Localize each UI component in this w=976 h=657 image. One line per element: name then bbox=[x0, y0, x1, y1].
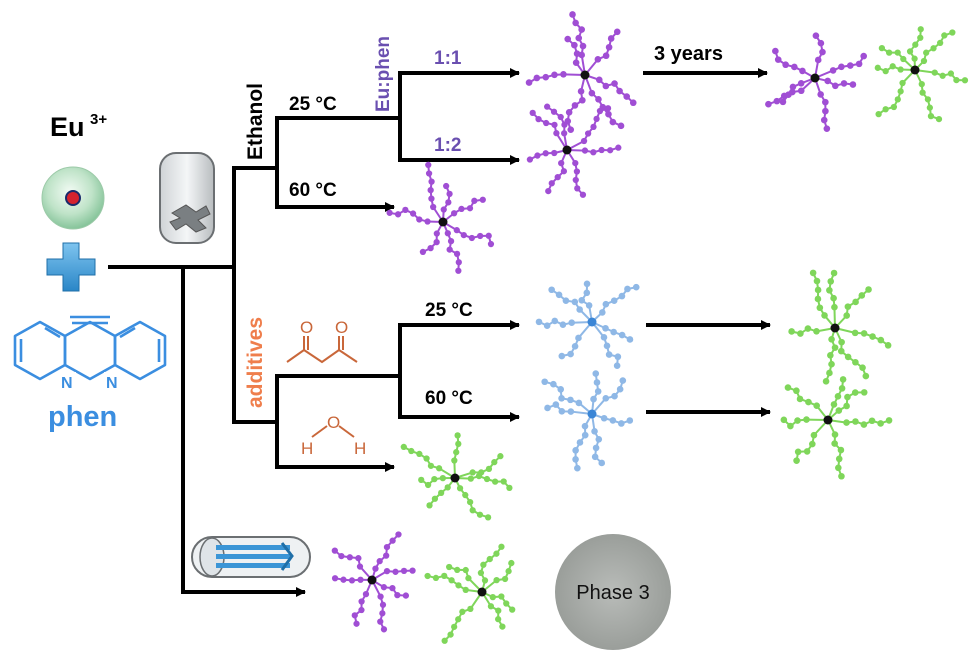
green-structure-60c bbox=[780, 376, 893, 480]
water-o: O bbox=[327, 413, 340, 432]
water-structure bbox=[311, 425, 355, 438]
purple-structure-1-2 bbox=[526, 103, 622, 198]
phen-label: phen bbox=[48, 401, 117, 433]
eu-label-text: Eu bbox=[50, 112, 85, 142]
three-years-label: 3 years bbox=[654, 43, 723, 65]
additives-label: additives bbox=[244, 317, 267, 408]
grinding-jar-icon bbox=[159, 152, 215, 244]
green-structure-mill bbox=[424, 543, 516, 644]
eu-ion-sphere bbox=[41, 166, 105, 230]
reaction-pathway-lines bbox=[108, 71, 402, 594]
phase-3-label: Phase 3 bbox=[576, 582, 649, 604]
arrows bbox=[183, 68, 771, 597]
ball-mill-tube-icon bbox=[191, 536, 311, 578]
water-h-left: H bbox=[301, 439, 313, 458]
blue-structure-25c bbox=[535, 280, 640, 370]
eu-phen-label: Eu:phen bbox=[373, 36, 394, 112]
acetylacetone-structure bbox=[286, 336, 358, 364]
purple-structure-1-1 bbox=[525, 11, 637, 133]
green-structure-aged bbox=[874, 26, 969, 123]
purple-structure-aged bbox=[765, 32, 867, 132]
purple-structure-60c bbox=[386, 161, 495, 274]
structures bbox=[331, 11, 969, 644]
ratio-1-1-label: 1:1 bbox=[434, 48, 462, 69]
phen-structure bbox=[13, 315, 167, 381]
eu-charge-text: 3+ bbox=[90, 111, 107, 128]
acac-o-left: O bbox=[300, 318, 313, 337]
eu-ion-label: Eu 3+ bbox=[50, 111, 107, 142]
plus-icon bbox=[46, 242, 96, 292]
temp-60c-additive-label: 60 °C bbox=[425, 388, 473, 409]
phen-n-right: N bbox=[106, 375, 118, 392]
ratio-1-2-label: 1:2 bbox=[434, 135, 461, 156]
temp-25c-additive-label: 25 °C bbox=[425, 300, 473, 321]
phen-n-left: N bbox=[61, 375, 73, 392]
temp-60c-ethanol-label: 60 °C bbox=[289, 180, 337, 201]
green-structure-25c bbox=[788, 269, 892, 385]
phase-3-blob: Phase 3 bbox=[555, 534, 671, 650]
acac-o-right: O bbox=[335, 318, 348, 337]
water-h-right: H bbox=[354, 439, 366, 458]
green-structure-water bbox=[400, 432, 513, 521]
temp-25c-ethanol-label: 25 °C bbox=[289, 94, 337, 115]
ethanol-label: Ethanol bbox=[244, 83, 267, 160]
purple-structure-mill bbox=[331, 531, 416, 633]
blue-structure-60c bbox=[541, 370, 634, 472]
